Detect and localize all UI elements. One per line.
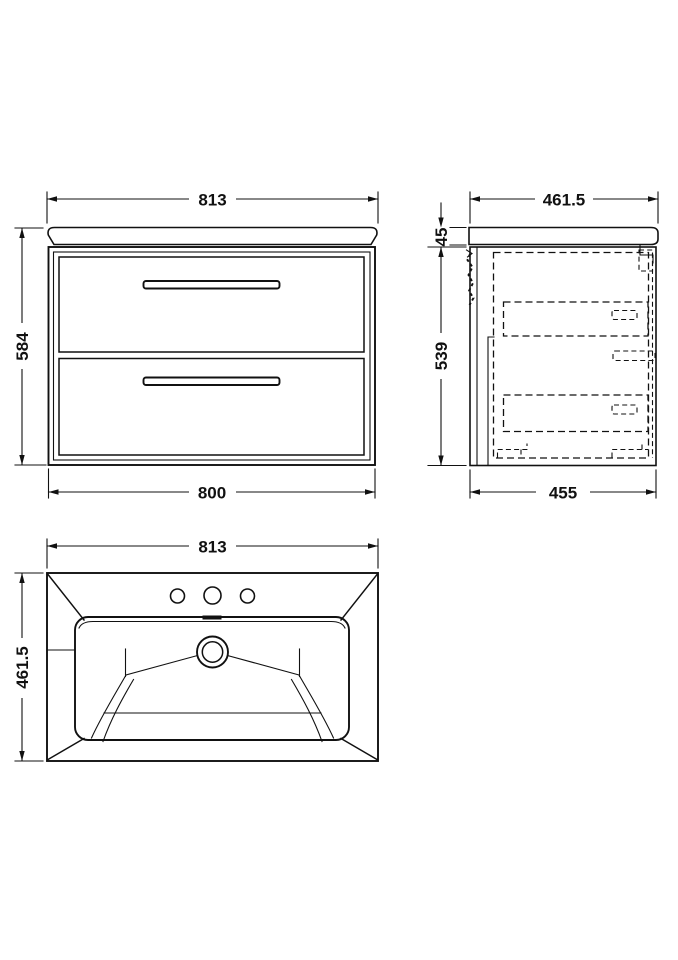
label-mask <box>535 190 593 208</box>
carcass-hidden-outline <box>492 251 650 459</box>
label-mask <box>13 323 31 369</box>
label-mask <box>189 190 236 208</box>
bottom-bracket-left <box>496 443 528 458</box>
back-panel-lower-line <box>487 336 495 467</box>
chamfer-top-right <box>339 573 379 622</box>
handle-hidden-top <box>611 309 638 321</box>
dim-arrow-top <box>19 573 25 583</box>
dim-arrow-top <box>19 228 25 238</box>
drawer-bottom-hidden-box <box>502 394 649 433</box>
cabinet-outline-side <box>469 246 657 467</box>
bottom-bracket-right <box>611 443 649 458</box>
worktop-side <box>468 226 659 246</box>
dim-arrow-right <box>368 196 378 202</box>
dim-front-overall-height: 584 <box>13 227 47 466</box>
dim-front-cabinet-width: 800 <box>47 468 376 503</box>
drain-outer <box>196 635 229 669</box>
basin-outer-edge <box>46 572 379 762</box>
drain-inner <box>201 641 224 663</box>
dim-label-cabinet-depth: 455 <box>549 484 577 503</box>
label-mask <box>536 483 590 501</box>
side-elevation-view: 461.5 45 539 455 <box>427 190 659 503</box>
dim-arrow-right <box>368 543 378 549</box>
label-mask <box>432 333 450 379</box>
drawer-top-front <box>58 256 365 353</box>
front-elevation-view: 813 584 800 <box>13 190 379 503</box>
wall-bracket <box>465 249 475 306</box>
dim-front-overall-width: 813 <box>46 190 379 224</box>
bowl-curve-left-outer <box>90 674 127 739</box>
tap-hole-center <box>203 586 222 605</box>
chamfer-top-left <box>46 573 86 622</box>
basin-bowl-rim <box>74 616 350 741</box>
dim-arrow-right <box>646 489 656 495</box>
label-mask <box>189 537 236 555</box>
dim-label-plan-width: 813 <box>198 538 226 557</box>
dim-side-cabinet-depth: 455 <box>469 469 657 503</box>
dim-label-cabinet-width: 800 <box>198 484 226 503</box>
dim-arrow-bottom <box>19 751 25 761</box>
dim-arrow-top <box>438 247 444 257</box>
chamfer-bottom-right <box>339 737 379 761</box>
dim-plan-overall-width: 813 <box>46 537 379 569</box>
dim-arrow-left <box>48 489 59 495</box>
bowl-curve-left-inner <box>102 678 135 743</box>
dim-arrow-bottom <box>438 455 444 466</box>
dim-plan-overall-depth: 461.5 <box>13 572 44 762</box>
label-mask <box>13 638 31 698</box>
drawer-bottom-front <box>58 357 365 456</box>
dim-label-worktop-thickness: 45 <box>432 228 451 247</box>
dim-arrow-left <box>47 196 57 202</box>
tap-hole-right <box>239 588 256 604</box>
slope-line-right <box>226 654 300 676</box>
dim-arrow-right <box>648 196 658 202</box>
dim-arrow-down <box>438 217 444 228</box>
overflow-slot <box>202 615 222 620</box>
dim-arrow-left <box>47 543 57 549</box>
dim-side-overall-depth: 461.5 <box>469 190 659 224</box>
handle-hidden-middle <box>612 350 656 362</box>
dim-label-plan-depth: 461.5 <box>13 646 32 689</box>
bowl-curve-right-inner <box>290 678 323 743</box>
cabinet-inner-frame <box>52 251 371 461</box>
dim-side-worktop-thickness: 45 <box>432 202 467 247</box>
label-mask <box>189 483 236 501</box>
dim-label-cabinet-height: 539 <box>432 342 451 370</box>
slope-line-left <box>125 654 199 676</box>
wall-bracket-profile <box>466 253 475 306</box>
drawer-top-hidden-box <box>502 301 649 337</box>
dim-arrow-left <box>470 196 480 202</box>
bowl-curve-right-outer <box>298 674 335 739</box>
dim-label-side-depth: 461.5 <box>543 191 586 210</box>
hidden-corner-block <box>638 249 654 272</box>
dim-arrow-bottom <box>19 455 25 465</box>
tap-hole-left <box>169 588 186 604</box>
worktop-front <box>47 226 378 246</box>
drawer-bottom-handle <box>142 376 281 386</box>
cabinet-outline-front <box>47 246 376 466</box>
dim-arrow-right <box>365 489 375 495</box>
drawer-top-handle <box>142 280 281 290</box>
handle-hidden-bottom <box>611 404 638 415</box>
basin-rim-inner-edge <box>78 620 346 629</box>
chamfer-bottom-left <box>46 737 86 761</box>
dim-side-cabinet-height: 539 <box>427 246 467 467</box>
basin-plan-view: 813 461.5 <box>13 537 379 762</box>
dim-arrow-left <box>470 489 480 495</box>
dim-label-front-width: 813 <box>198 191 226 210</box>
dim-label-front-height: 584 <box>13 332 32 361</box>
